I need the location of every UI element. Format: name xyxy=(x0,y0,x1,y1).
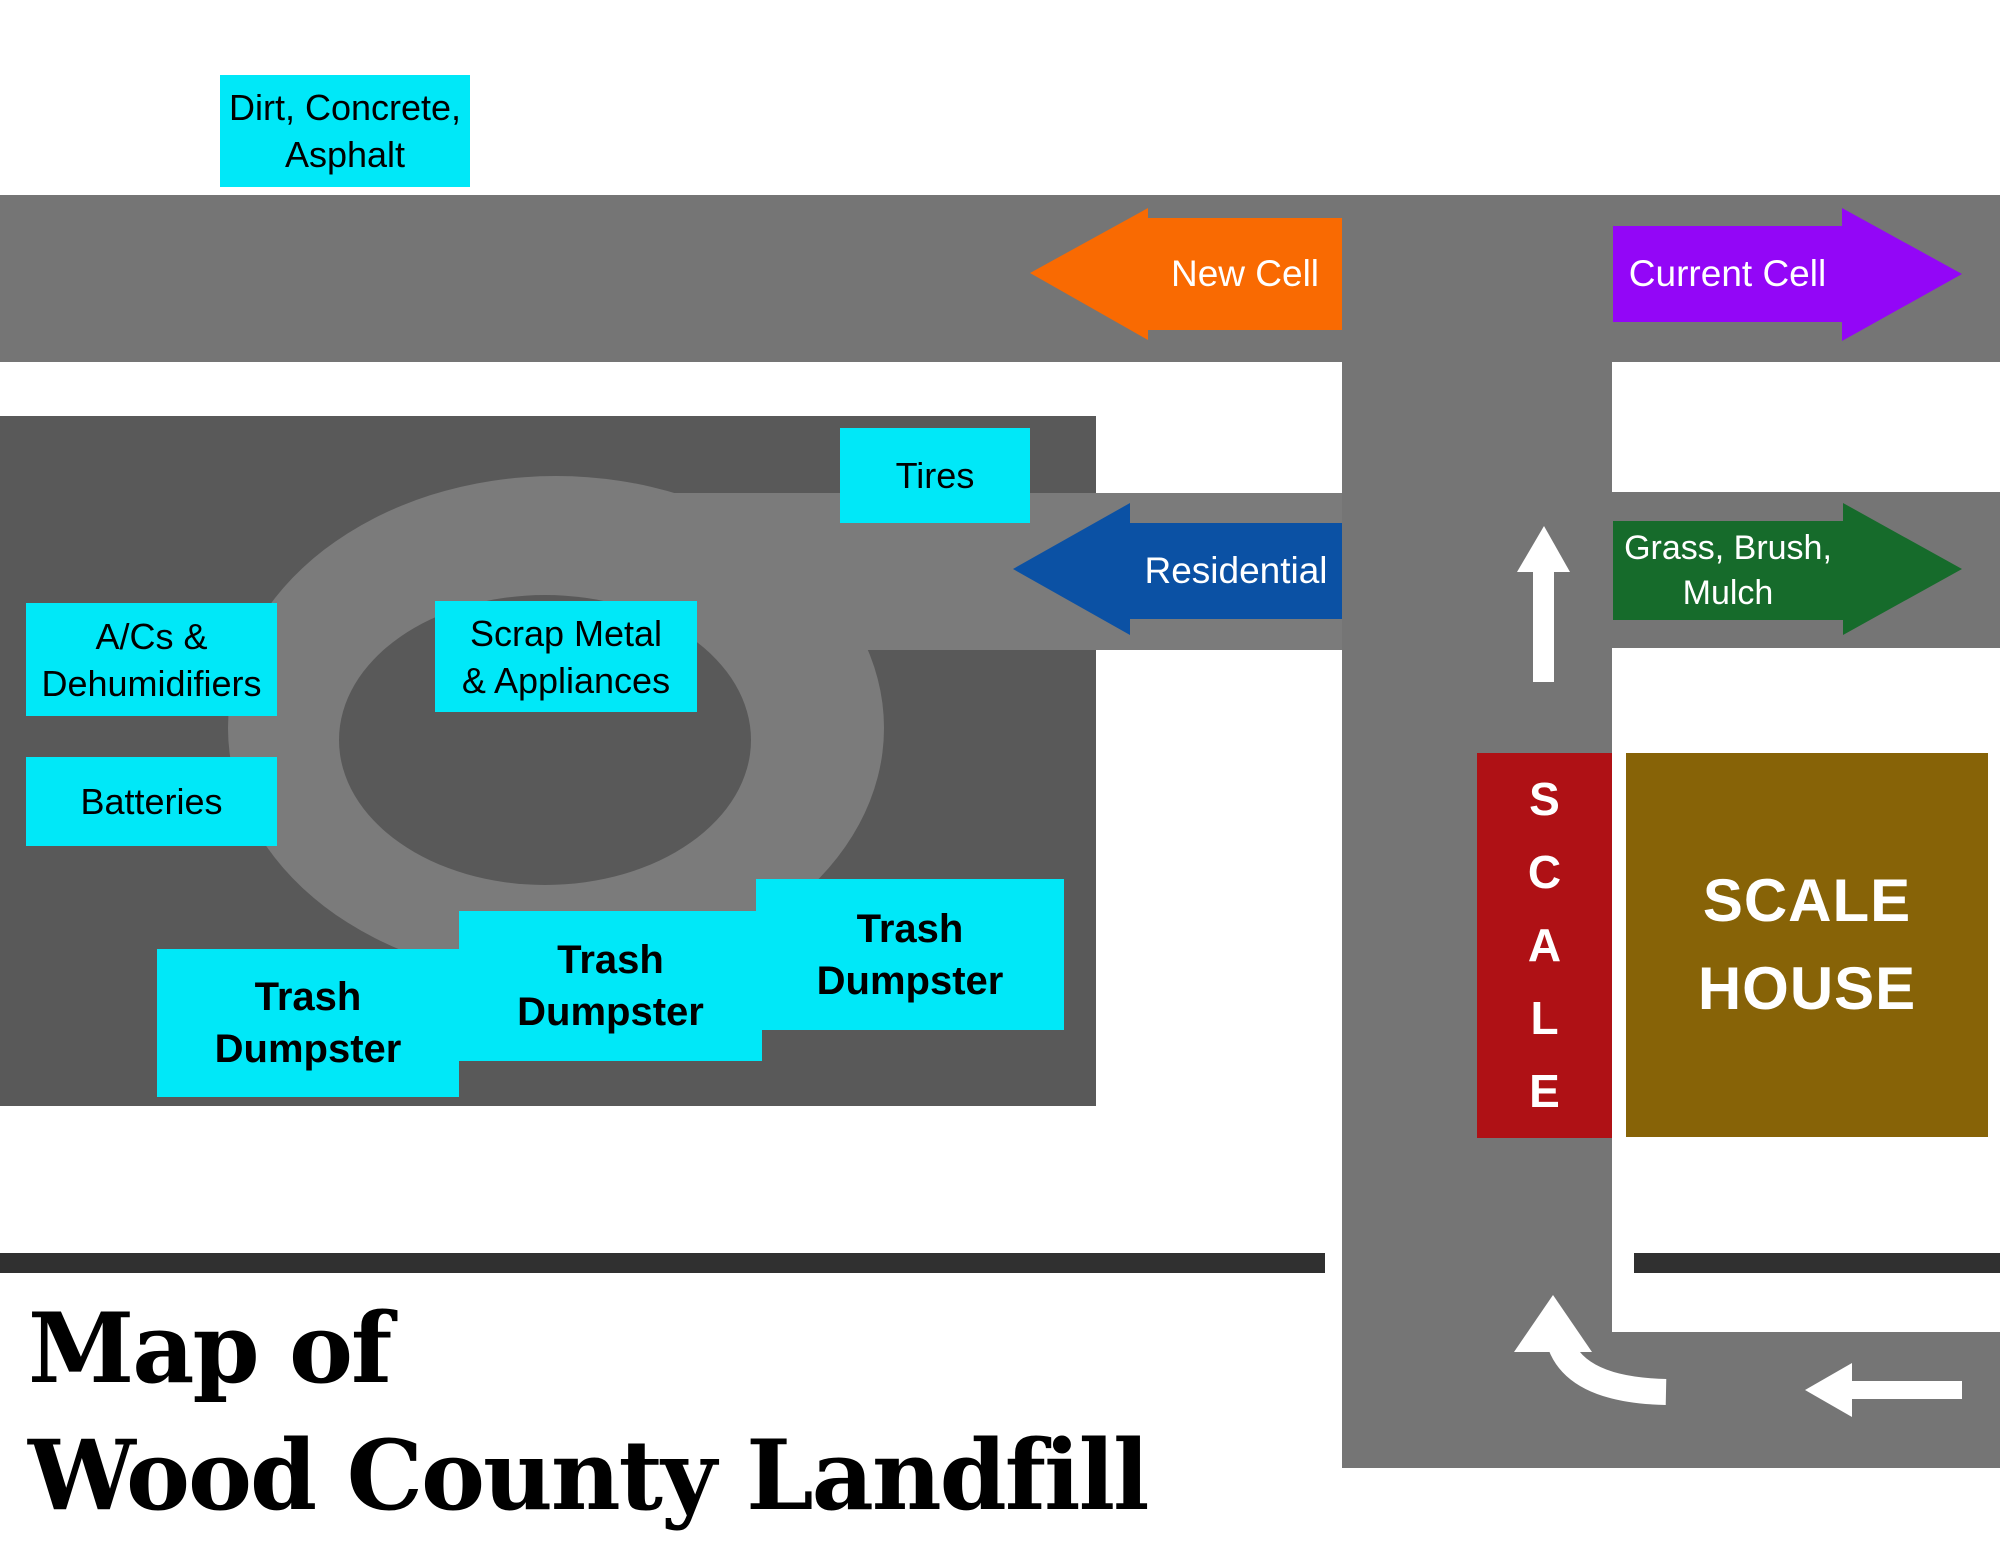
map-title: Map of Wood County Landfill xyxy=(28,1285,1328,1539)
current-cell-label: Current Cell xyxy=(1628,253,1827,294)
residential-label: Residential xyxy=(1144,550,1328,591)
zone-trash-dumpster-1: Trash Dumpster xyxy=(157,949,459,1097)
scale-house: SCALE HOUSE xyxy=(1626,753,1988,1137)
traffic-left-arrow xyxy=(1805,1363,1962,1417)
zone-scrap-metal: Scrap Metal & Appliances xyxy=(435,601,697,712)
boundary-bar-right xyxy=(1634,1253,2000,1273)
new-cell-label: New Cell xyxy=(1170,253,1320,294)
residential-arrow xyxy=(1013,503,1342,635)
traffic-up-arrow xyxy=(1517,526,1570,682)
map-title-line2: Wood County Landfill xyxy=(28,1419,1150,1532)
grass-mulch-arrow xyxy=(1613,503,1962,635)
current-cell-arrow xyxy=(1613,208,1962,341)
zone-dirt-concrete-asphalt: Dirt, Concrete, Asphalt xyxy=(220,75,470,187)
entrance-bottom-road xyxy=(1612,1332,2000,1468)
grass-mulch-label: Grass, Brush, Mulch xyxy=(1624,528,1832,612)
map-title-line1: Map of xyxy=(28,1292,392,1405)
zone-acs-dehumidifiers: A/Cs & Dehumidifiers xyxy=(26,603,277,716)
boundary-bar-left xyxy=(0,1253,1325,1273)
traffic-curve-arrow xyxy=(1514,1295,1667,1405)
scale-strip: S C A L E xyxy=(1477,753,1612,1138)
zone-trash-dumpster-2: Trash Dumpster xyxy=(459,911,762,1061)
zone-batteries: Batteries xyxy=(26,757,277,846)
new-cell-arrow xyxy=(1030,208,1342,340)
zone-tires: Tires xyxy=(840,428,1030,523)
zone-trash-dumpster-3: Trash Dumpster xyxy=(756,879,1064,1030)
